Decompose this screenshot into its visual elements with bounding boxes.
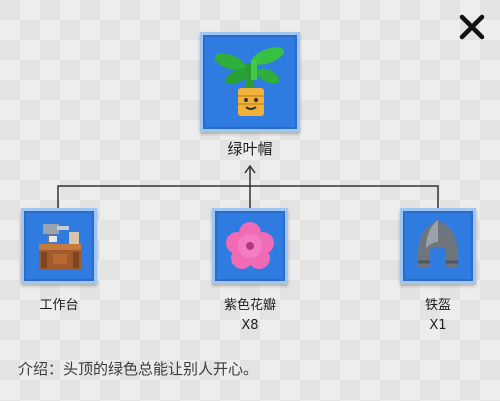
result-slot[interactable] — [200, 32, 300, 132]
ingredient-count-purple-petal: X8 — [241, 318, 259, 333]
iron-helmet-icon — [418, 220, 458, 268]
ingredient-count-iron-helmet: X1 — [429, 318, 447, 333]
ingredient-name-iron-helmet: 铁盔 — [424, 298, 451, 313]
close-button[interactable] — [455, 10, 489, 44]
workbench-icon — [39, 224, 81, 270]
result-name: 绿叶帽 — [227, 140, 273, 158]
leaf-hat-icon — [214, 47, 285, 116]
item-description: 介绍：头顶的绿色总能让别人开心。 — [18, 360, 259, 378]
purple-petal-icon — [226, 222, 274, 269]
ingredient-slot-iron-helmet[interactable] — [400, 208, 476, 284]
close-icon — [459, 14, 485, 40]
ingredient-slot-workbench[interactable] — [21, 208, 97, 284]
ingredient-name-purple-petal: 紫色花瓣 — [223, 298, 276, 313]
ingredient-name-workbench: 工作台 — [39, 298, 79, 313]
ingredient-slot-purple-petal[interactable] — [212, 208, 288, 284]
